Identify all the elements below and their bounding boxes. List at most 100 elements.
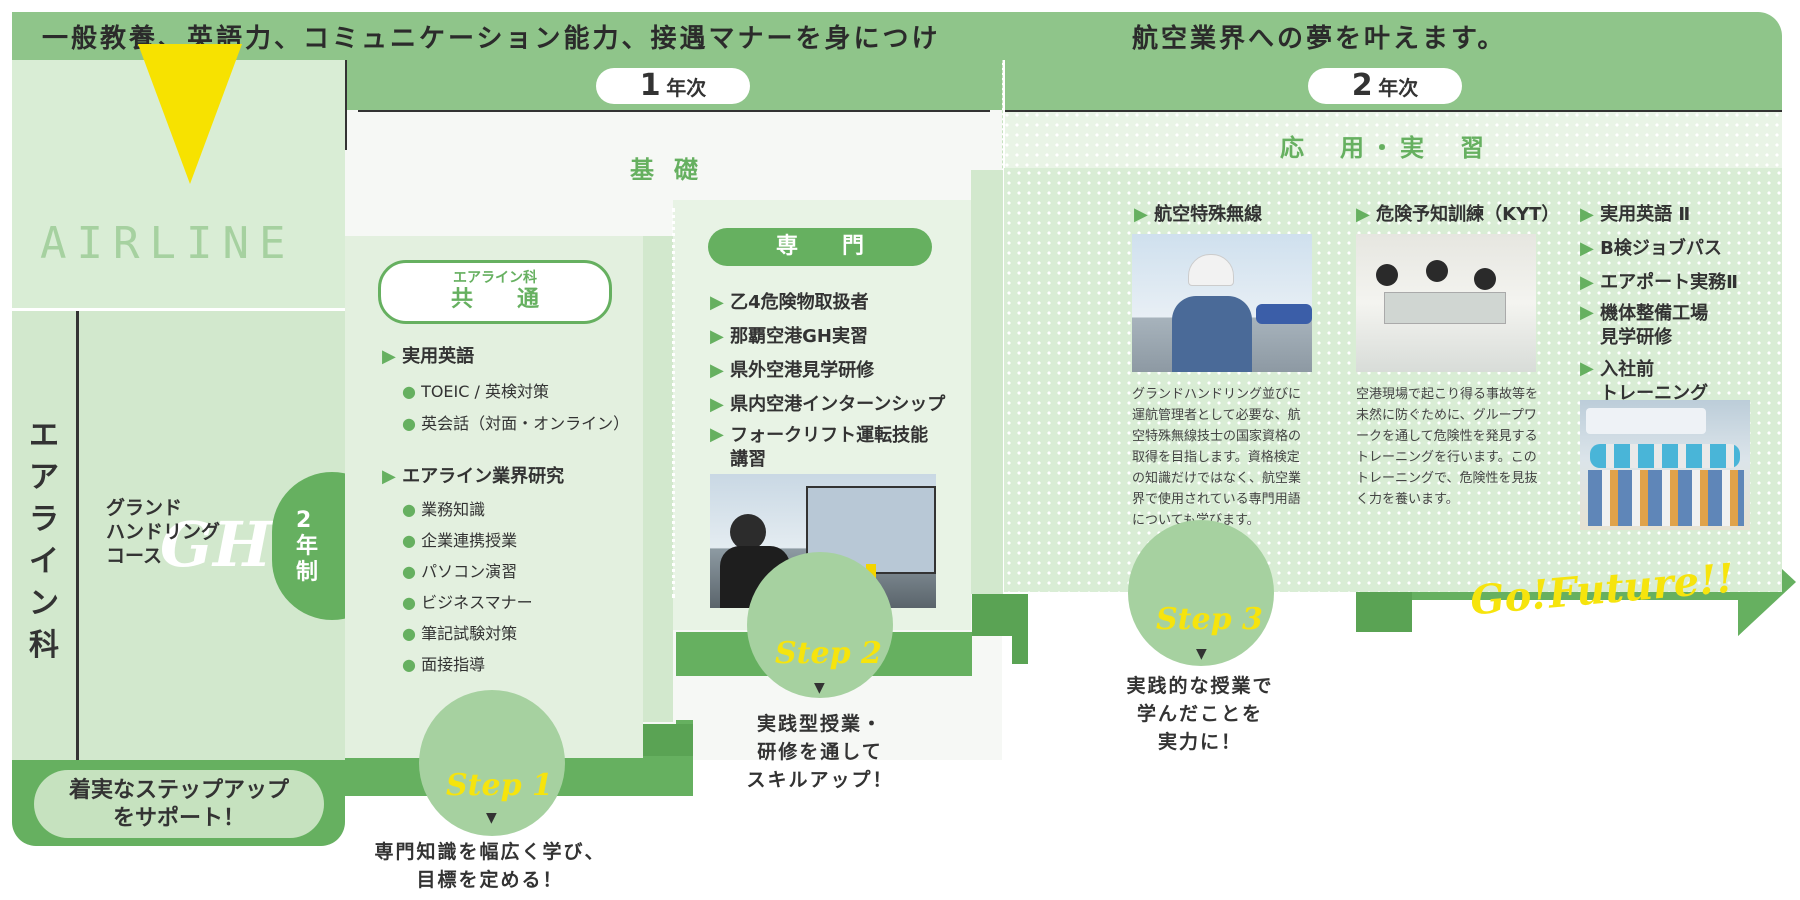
common-sub-item: ● ビジネスマナー <box>402 593 533 612</box>
specialty-item: ▶ 乙4危険物取扱者 <box>710 292 869 313</box>
support-pill: 着実なステップアップをサポート！ <box>34 770 324 838</box>
yellow-pointer-icon <box>138 44 242 184</box>
year2-label: 年次 <box>1378 76 1419 100</box>
person-head <box>730 514 766 550</box>
common-sub-item: ● 面接指導 <box>402 655 486 674</box>
table-shape <box>1384 292 1506 324</box>
radio-photo <box>1132 234 1312 372</box>
course-name: グランドハンドリングコース <box>106 497 221 567</box>
airplane-shape <box>1256 304 1312 324</box>
common-list: ▶ 実用英語 ● TOEIC / 英検対策 ● 英会話（対面・オンライン） ▶ … <box>382 342 629 675</box>
year2-rule <box>1002 110 1782 112</box>
caret-down-icon: ▼ <box>814 680 825 696</box>
specialty-dotted-line <box>672 208 675 598</box>
dot-icon: ● <box>402 624 416 643</box>
common-dept: エアライン科 <box>453 270 537 286</box>
helmet-icon <box>1188 254 1234 286</box>
year1-left-rule <box>345 60 347 150</box>
student-head <box>1426 260 1448 282</box>
specialty-list: ▶ 乙4危険物取扱者 ▶ 那覇空港GH実習 ▶ 県外空港見学研修 ▶ 県内空港イ… <box>710 288 945 472</box>
col1-heading: ▶ 航空特殊無線 <box>1134 204 1263 225</box>
step3-circle <box>1128 520 1274 666</box>
step2-circle <box>747 552 893 698</box>
specialty-pill: 専 門 <box>708 228 932 266</box>
year2-header-dots <box>1002 110 1782 168</box>
common-group-heading: ▶ エアライン業界研究 <box>382 466 565 487</box>
year2-pill: 2 年次 <box>1308 68 1462 104</box>
year1-number: 1 <box>639 68 661 103</box>
specialty-item: ▶ 県外空港見学研修 <box>710 360 875 381</box>
gh-logo: GH <box>160 508 272 581</box>
col1-desc: グランドハンドリング並びに運航管理者として必要な、航空特殊無線技士の国家資格の取… <box>1132 387 1302 528</box>
step3-caption: 実践的な授業で学んだことを実力に！ <box>1126 675 1274 753</box>
triangle-right-icon: ▶ <box>710 360 724 381</box>
group-photo <box>1580 400 1750 530</box>
specialty-item: ▶ フォークリフト運転技能講習 <box>710 424 929 470</box>
specialty-card-edge <box>971 170 1003 594</box>
year2-number: 2 <box>1351 68 1373 103</box>
department-title: エアライン科 <box>20 415 68 667</box>
step2-label: Step 2 <box>775 636 882 671</box>
col3-item: ▶ 機体整備工場見学研修 <box>1580 302 1709 348</box>
triangle-right-icon: ▶ <box>1580 358 1594 379</box>
col2-heading: ▶ 危険予知訓練（KYT） <box>1356 204 1560 225</box>
year2-col3: ▶ 実用英語 Ⅱ ▶ B検ジョブパス ▶ エアポート実務Ⅱ ▶ 機体整備工場見学… <box>1580 200 1738 406</box>
triangle-right-icon: ▶ <box>710 424 724 445</box>
divider <box>12 308 345 311</box>
dot-icon: ● <box>402 655 416 674</box>
common-title: 共 通 <box>450 287 539 312</box>
divider-vertical <box>76 311 79 760</box>
student-head <box>1474 268 1496 290</box>
common-sub-item: ● パソコン演習 <box>402 562 518 581</box>
airline-word: AIRLINE <box>40 218 296 269</box>
step1-caption: 専門知識を幅広く学び、目標を定める！ <box>374 841 606 891</box>
common-sub-item: ● TOEIC / 英検対策 <box>402 382 549 401</box>
common-sub-item: ● 筆記試験対策 <box>402 624 518 643</box>
step1-circle <box>419 690 565 836</box>
common-group-heading: ▶ 実用英語 <box>382 346 475 367</box>
banner-right-text: 航空業界への夢を叶えます。 <box>1132 24 1507 54</box>
dot-icon: ● <box>402 562 416 581</box>
year2-col1: ▶ 航空特殊無線 <box>1134 200 1262 226</box>
section-basic-label: 基礎 <box>630 156 718 184</box>
triangle-right-icon: ▶ <box>710 326 724 347</box>
dot-icon: ● <box>402 531 416 550</box>
triangle-right-icon: ▶ <box>1134 204 1148 225</box>
dot-icon: ● <box>402 382 416 401</box>
col3-item: ▶ 入社前トレーニング <box>1580 358 1709 404</box>
airplane-shape <box>1586 408 1706 434</box>
dot-icon: ● <box>402 414 416 433</box>
simulator-photo <box>710 474 936 608</box>
triangle-right-icon: ▶ <box>710 394 724 415</box>
dot-icon: ● <box>402 500 416 519</box>
triangle-right-icon: ▶ <box>382 466 396 487</box>
triangle-right-icon: ▶ <box>1580 238 1594 259</box>
triangle-right-icon: ▶ <box>1580 302 1594 323</box>
caret-down-icon: ▼ <box>486 810 497 826</box>
dot-icon: ● <box>402 593 416 612</box>
col3-item: ▶ エアポート実務Ⅱ <box>1580 272 1738 293</box>
triangle-right-icon: ▶ <box>1580 204 1594 225</box>
student-head <box>1376 264 1398 286</box>
year1-label: 年次 <box>666 76 707 100</box>
common-pill: エアライン科 共 通 <box>378 260 612 324</box>
department-title-text: エアライン科 <box>29 418 59 663</box>
step2-caption: 実践型授業・研修を通してスキルアップ！ <box>746 713 894 791</box>
step3-label: Step 3 <box>1156 602 1263 637</box>
common-sub-item: ● 企業連携授業 <box>402 531 518 550</box>
triangle-right-icon: ▶ <box>710 292 724 313</box>
col2-desc: 空港現場で起こり得る事故等を未然に防ぐために、グループワークを通して危険性を発見… <box>1356 387 1539 507</box>
common-card-edge <box>643 236 673 722</box>
caret-down-icon: ▼ <box>1196 646 1207 662</box>
triangle-right-icon: ▶ <box>1580 272 1594 293</box>
group-people <box>1588 470 1744 526</box>
specialty-item: ▶ 県内空港インターンシップ <box>710 394 946 415</box>
training-photo <box>1356 234 1536 372</box>
common-sub-item: ● 業務知識 <box>402 500 486 519</box>
top-banner <box>12 12 1782 60</box>
triangle-right-icon: ▶ <box>1356 204 1370 225</box>
triangle-right-icon: ▶ <box>382 346 396 367</box>
worker-body <box>1172 296 1252 372</box>
group-caps <box>1590 444 1740 468</box>
section-applied-label: 応 用・実 習 <box>1280 134 1490 162</box>
